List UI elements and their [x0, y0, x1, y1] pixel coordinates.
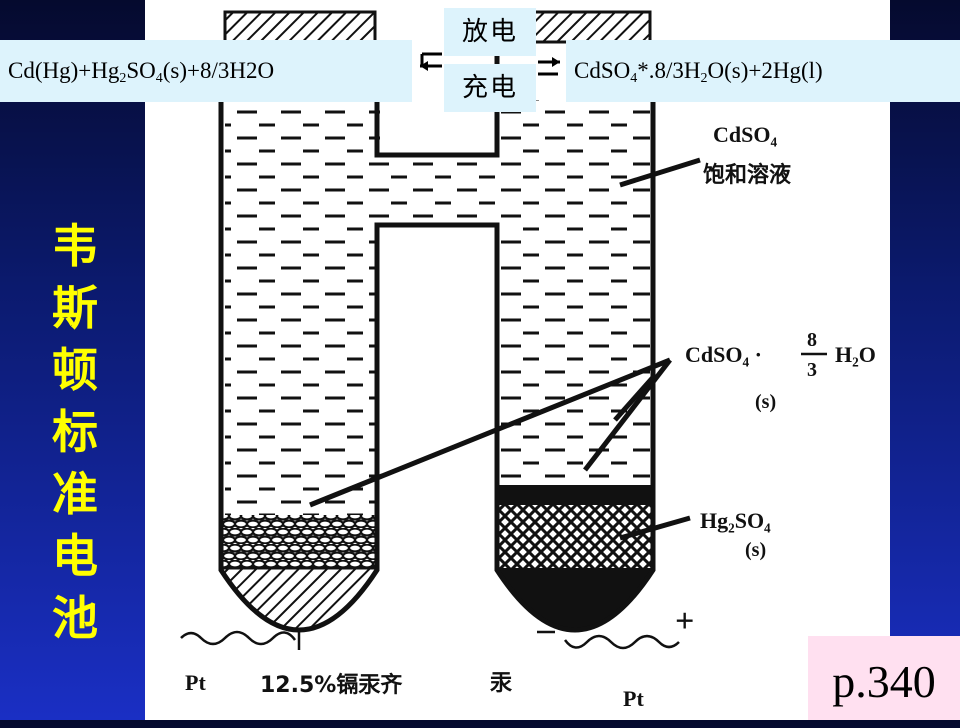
right-electrode-layers	[497, 485, 653, 630]
slide-title-vertical: 韦 斯 顿 标 准 电 池	[40, 215, 110, 649]
hg2so4-state: (s)	[745, 539, 766, 561]
title-char: 顿	[52, 343, 98, 397]
cdso4-solution-label: 饱和溶液	[703, 162, 791, 188]
left-pt-wire	[180, 628, 301, 650]
title-char: 韦	[52, 219, 98, 273]
left-electrode-layers	[221, 515, 377, 630]
hydrate-fraction-numerator: 8	[807, 329, 817, 351]
cdso4-solution-formula: CdSO₄	[713, 122, 777, 147]
discharge-label: 放电	[444, 8, 536, 56]
hg2so4-formula: Hg₂SO₄	[700, 508, 771, 533]
mercury-label: 汞	[490, 671, 513, 696]
equilibrium-arrows-icon	[420, 52, 560, 76]
left-pt-label: Pt	[185, 670, 206, 695]
hydrate-fraction-denominator: 3	[807, 359, 817, 381]
page-reference: p.340	[808, 636, 960, 720]
charge-label: 充电	[444, 64, 536, 112]
title-char: 斯	[52, 281, 98, 335]
right-pt-label: Pt	[623, 686, 644, 711]
reactants: Cd(Hg)+Hg2SO4(s)+8/3H2O	[0, 40, 412, 102]
title-char: 池	[52, 591, 98, 645]
title-char: 准	[52, 467, 98, 521]
weston-cell-figure: CdSO₄ 饱和溶液 CdSO₄ · 8 3 H₂O (s) Hg₂SO₄ (s…	[145, 0, 890, 720]
title-char: 标	[52, 405, 98, 459]
positive-terminal-sign: +	[675, 603, 694, 640]
products: CdSO4*.8/3H2O(s)+2Hg(l)	[566, 40, 960, 102]
hydrate-water: H₂O	[835, 342, 876, 367]
reaction-equation: Cd(Hg)+Hg2SO4(s)+8/3H2O CdSO4*.8/3H2O(s)…	[0, 40, 960, 102]
pointer-lines	[309, 157, 701, 541]
amalgam-label: 12.5%镉汞齐	[260, 672, 403, 698]
right-pt-wire	[537, 630, 680, 650]
title-char: 电	[52, 529, 98, 583]
hydrate-state: (s)	[755, 391, 776, 413]
left-stopper	[223, 10, 377, 44]
cdso4-solution	[225, 100, 650, 560]
weston-cell-diagram: CdSO₄ 饱和溶液 CdSO₄ · 8 3 H₂O (s) Hg₂SO₄ (s…	[180, 10, 876, 711]
hydrate-formula: CdSO₄ ·	[685, 342, 762, 367]
